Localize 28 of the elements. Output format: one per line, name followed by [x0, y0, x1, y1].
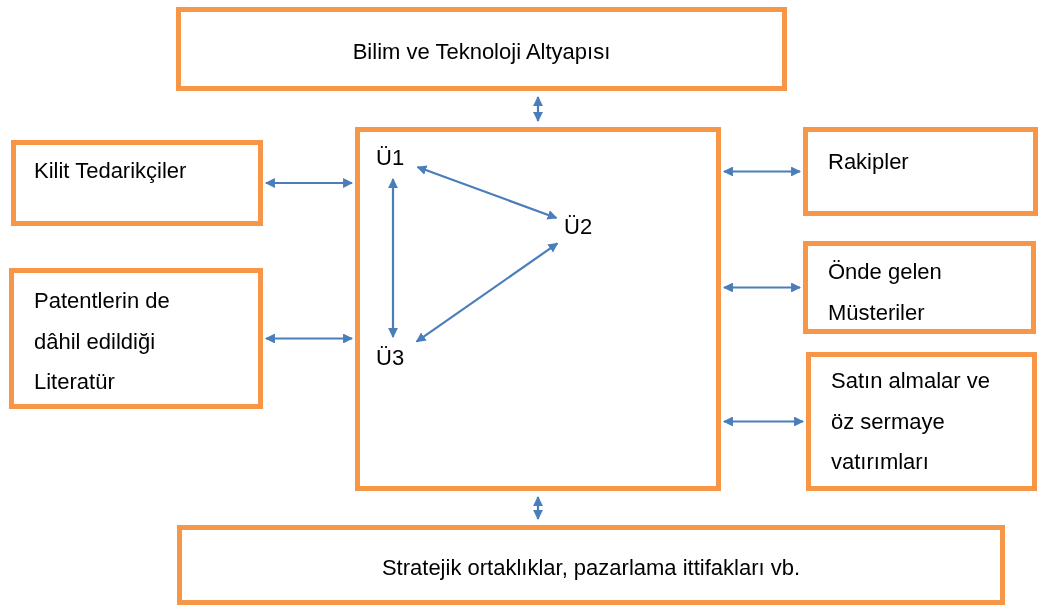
box-label: Stratejik ortaklıklar, pazarlama ittifakları vb. — [380, 554, 802, 582]
node-label: Ü2 — [564, 212, 598, 242]
box-label: Satın almalar ve öz sermaye vatırımları — [831, 367, 991, 477]
process-box — [803, 241, 1036, 334]
process-box — [9, 268, 263, 409]
process-box — [177, 525, 1005, 605]
double-arrow — [533, 496, 543, 520]
node-label: Ü1 — [376, 143, 410, 173]
process-box — [806, 352, 1037, 491]
double-arrow — [265, 178, 353, 188]
double-arrow — [723, 166, 801, 177]
double-arrow — [533, 96, 543, 122]
box-label: Önde gelen Müsteriler — [828, 258, 943, 327]
box-label: Patentlerin de dâhil edildiği Literatür — [34, 287, 171, 397]
double-arrow — [388, 178, 398, 338]
process-box — [803, 127, 1038, 216]
double-arrow — [723, 416, 804, 427]
process-box — [11, 140, 263, 226]
process-box — [176, 7, 787, 91]
double-arrow — [723, 282, 801, 293]
double-arrow — [415, 242, 559, 343]
double-arrow — [416, 165, 558, 220]
node-label: Ü3 — [376, 343, 410, 373]
box-label: Kilit Tedarikçiler — [34, 157, 188, 185]
double-arrow — [265, 333, 353, 344]
box-label: Bilim ve Teknoloji Altyapısı — [351, 38, 612, 66]
box-label: Rakipler — [828, 148, 910, 176]
process-box — [355, 127, 721, 491]
